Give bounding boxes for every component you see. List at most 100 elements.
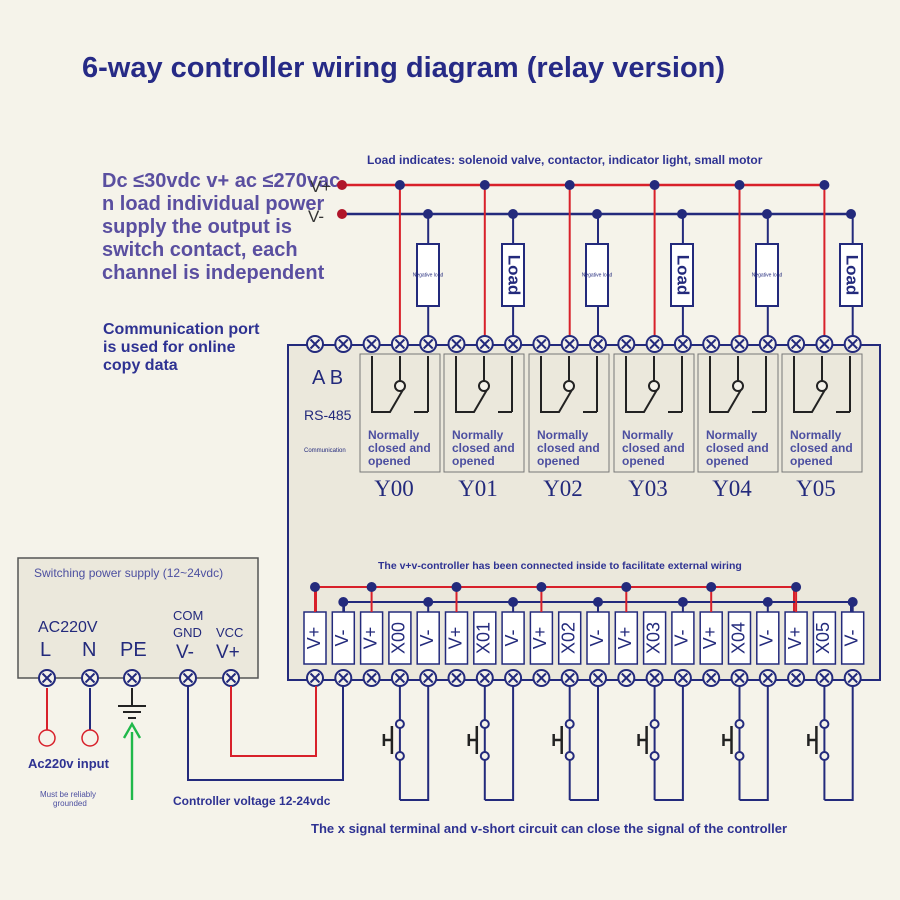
psu-terminal xyxy=(179,669,197,687)
input-terminal-label: V+ xyxy=(615,627,635,650)
plus-internal-dot xyxy=(366,582,377,592)
output-label-y00: Y00 xyxy=(374,476,414,501)
plus-internal-dot xyxy=(621,582,632,592)
plus-internal-dot xyxy=(310,582,320,592)
terminal-cross xyxy=(790,672,802,684)
power-note: Dc ≤30vdc v+ ac ≤270vac n load individua… xyxy=(102,170,340,284)
relay-unit xyxy=(359,353,441,473)
relay-contact-icon xyxy=(371,356,429,413)
switch-return-wire xyxy=(654,686,684,801)
terminal-cross xyxy=(847,672,858,684)
switch-contact-icon xyxy=(564,719,575,729)
terminal-cross xyxy=(819,672,830,684)
relay-state-line: closed and xyxy=(622,441,685,455)
terminal-cross xyxy=(564,338,575,350)
vminus-rail-terminal xyxy=(337,209,347,219)
input-terminal-label: V- xyxy=(757,629,777,646)
terminal-cross xyxy=(479,338,491,350)
input-terminal-label: V- xyxy=(417,629,437,646)
psu-vplus-label: V+ xyxy=(216,642,240,663)
input-label-box xyxy=(727,611,752,665)
bottom-terminal xyxy=(758,669,777,687)
load-label: Negative load xyxy=(582,272,613,278)
switch-contact-icon xyxy=(394,751,405,761)
relay-contact-icon xyxy=(455,356,513,413)
switch-contact-icon xyxy=(564,751,575,761)
pushbutton-icon xyxy=(637,726,648,754)
output-label-y05: Y05 xyxy=(796,476,836,501)
terminal-cross xyxy=(705,672,717,684)
terminal-cross xyxy=(366,672,377,684)
ground-icon xyxy=(118,705,146,719)
power-note-line: switch contact, each xyxy=(102,239,298,261)
controller-voltage-label: Controller voltage 12-24vdc xyxy=(173,794,331,808)
top-terminal xyxy=(673,335,692,353)
switch-contact-icon xyxy=(819,719,830,729)
power-note-line: n load individual power xyxy=(102,193,324,215)
vplus-rail-label: V+ xyxy=(310,177,331,196)
terminal-cross xyxy=(126,672,138,684)
load-box xyxy=(585,243,609,307)
relay-state-line: opened xyxy=(706,454,749,468)
top-terminal xyxy=(560,335,579,353)
plus-internal-dot xyxy=(706,582,717,592)
switch-return-wire xyxy=(399,686,430,801)
terminal-cross xyxy=(677,338,689,350)
input-label-box xyxy=(642,611,667,665)
top-terminal xyxy=(390,335,409,353)
bottom-terminal xyxy=(787,669,806,687)
vminus-supply-wire xyxy=(187,686,344,781)
top-terminal xyxy=(645,335,664,353)
input-terminal-label: X00 xyxy=(389,622,409,654)
relay-contact-icon xyxy=(793,356,851,413)
relay-contact-icon xyxy=(709,356,767,413)
minus-internal-dot xyxy=(677,597,688,607)
rs485-label: RS-485 xyxy=(304,407,352,423)
terminal-cross xyxy=(592,672,604,684)
top-terminal xyxy=(504,335,523,353)
pushbutton-icon xyxy=(467,726,479,754)
terminal-cross xyxy=(592,338,604,350)
relay-unit xyxy=(781,353,863,473)
relay-state-line: opened xyxy=(622,454,665,468)
terminal-cross xyxy=(762,672,774,684)
terminal-cross xyxy=(507,672,519,684)
input-terminal-label: V+ xyxy=(700,627,720,650)
minus-internal-dot xyxy=(423,597,434,607)
minus-internal-dot xyxy=(762,597,773,607)
power-note-line: Dc ≤30vdc v+ ac ≤270vac xyxy=(102,170,340,192)
input-label-box xyxy=(473,611,497,665)
bottom-terminal xyxy=(362,669,381,687)
switch-contact-icon xyxy=(649,719,660,729)
output-label-y02: Y02 xyxy=(543,476,583,501)
plus-junction-dot xyxy=(649,180,660,190)
terminal-cross xyxy=(734,338,745,350)
input-label-box xyxy=(557,611,582,665)
bottom-terminal xyxy=(419,669,438,687)
relay-state-line: opened xyxy=(790,454,833,468)
terminal-cross xyxy=(84,672,96,684)
relay-unit xyxy=(697,353,779,473)
bottom-terminal xyxy=(447,669,466,687)
relay-pivot-icon xyxy=(648,380,660,392)
load-label: Load xyxy=(505,255,524,296)
top-terminal xyxy=(617,335,636,353)
switch-return-wire xyxy=(569,686,599,801)
top-terminal xyxy=(447,335,466,353)
top-terminal xyxy=(702,335,721,353)
controller-body xyxy=(287,344,881,681)
relay-state-line: opened xyxy=(537,454,580,468)
top-terminal xyxy=(730,335,749,353)
input-terminal-label: V+ xyxy=(530,627,550,650)
top-terminal xyxy=(787,335,806,353)
psu-gnd-label: GND xyxy=(173,625,202,640)
terminal-cross xyxy=(649,338,660,350)
input-terminal-label: V+ xyxy=(445,627,465,650)
relay-pivot-icon xyxy=(478,380,490,392)
terminal-cross xyxy=(705,338,717,350)
relay-state-line: closed and xyxy=(452,441,515,455)
relay-state-line: closed and xyxy=(537,441,600,455)
load-box xyxy=(670,243,694,307)
top-terminal xyxy=(334,335,353,353)
